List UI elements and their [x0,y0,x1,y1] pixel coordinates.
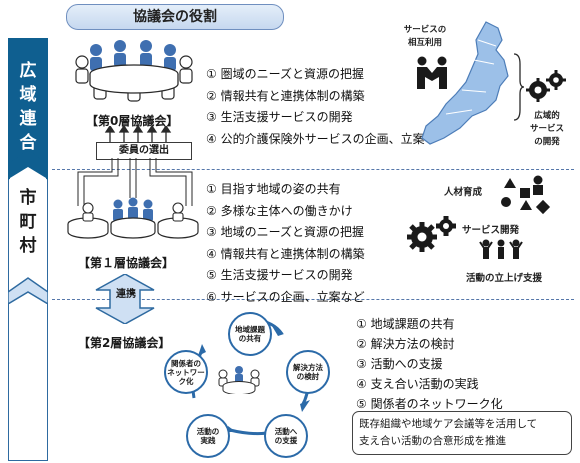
cycle-step-network: 関係者の ネットワー ク化 [164,350,208,394]
tier1-tables-icon [67,197,199,239]
hr-development-label: 人材育成 [444,187,483,198]
tier1-role-item: ② 多様な主体への働きかけ [206,203,353,218]
tier1-role-item: ⑥ サービスの企画、立案など [206,289,365,304]
municipality-column: 市 町 村 [8,164,48,461]
election-lines [77,158,193,206]
consensus-note: 既存組織や地域ケア会議等を活用して 支え合い活動の合意形成を推進 [352,411,572,455]
cycle-step-consider-solutions: 解決方法 の検討 [286,350,330,394]
tier0-role-item: ③ 生活支援サービスの開発 [206,110,353,124]
link-double-arrow-icon [95,274,155,324]
election-box: 委員の選出 [96,142,192,160]
tier2-role-item: ④ 支え合い活動の実践 [356,377,479,391]
handshake-icon [417,56,447,89]
tier2-role-item: ⑤ 関係者のネットワーク化 [356,397,503,411]
column-char: 町 [19,212,37,232]
activity-support-label: 活動の立上げ支援 [466,273,543,284]
tier1-role-item: ③ 地域のニーズと資源の把握 [206,225,364,239]
cycle-step-support-activities: 活動へ の支援 [264,414,308,458]
column-char: 域 [19,85,37,105]
region-map-icon [421,21,509,145]
page-title: 協議会の役割 [66,4,284,30]
election-arrows [104,126,172,142]
cycle-step-practice-activities: 活動の 実践 [186,414,230,458]
tier1-council-label: 【第１層協議会】 [78,256,175,270]
tier1-role-item: ⑤ 生活支援サービスの開発 [206,268,353,282]
tier2-role-list: ① 地域課題の共有 ② 解決方法の検討 ③ 活動への支援 ④ 支え合い活動の実践… [356,314,503,414]
tier2-role-item: ② 解決方法の検討 [356,337,455,351]
tier2-role-item: ③ 活動への支援 [356,357,443,371]
column-char: 市 [19,188,37,208]
column-char: 連 [19,109,37,129]
service-dev-label: サービス開発 [462,225,520,236]
tier0-role-list: ① 圏域のニーズと資源の把握 ② 情報共有と連携体制の構築 ③ 生活支援サービス… [206,64,425,150]
people-activity-icon [479,239,523,259]
column-chevron-bottom [8,277,48,304]
tier0-role-item: ① 圏域のニーズと資源の把握 [206,67,364,81]
shapes-icon [501,175,551,215]
cycle-step-share-issues: 地域課題 の共有 [228,312,272,356]
tier-separator [52,299,574,300]
link-label: 連携 [116,289,136,300]
tier1-role-item: ① 目指す地域の姿の共有 [206,182,341,196]
tier1-role-item: ④ 情報共有と連携体制の構築 [206,246,365,261]
tier2-council-label: 【第2層協議会】 [78,336,171,350]
column-char: 村 [19,236,37,256]
wide-area-union-column: 広 域 連 合 [8,38,48,164]
tier0-people-table-icon [75,40,193,102]
tier0-role-item: ② 情報共有と連携体制の構築 [206,88,365,103]
wide-service-dev-label: 広域的 サービス の開発 [529,111,564,147]
gears-icon [526,70,566,102]
tier0-council-label: 【第0層協議会】 [86,114,179,128]
column-chevron-top [8,150,48,180]
brace-icon [513,53,524,121]
service-gears-icon [407,216,456,252]
tier1-role-list: ① 目指す地域の姿の共有 ② 多様な主体への働きかけ ③ 地域のニーズと資源の把… [206,179,365,308]
tier0-role-item: ④ 公的介護保険外サービスの企画、立案 [206,131,425,146]
tier2-role-item: ① 地域課題の共有 [356,317,455,331]
mutual-use-label: サービスの 相互利用 [403,25,447,48]
cycle-people-icon [218,366,260,394]
column-char: 広 [19,61,37,81]
column-char: 合 [19,133,37,153]
tier-separator [52,169,574,170]
